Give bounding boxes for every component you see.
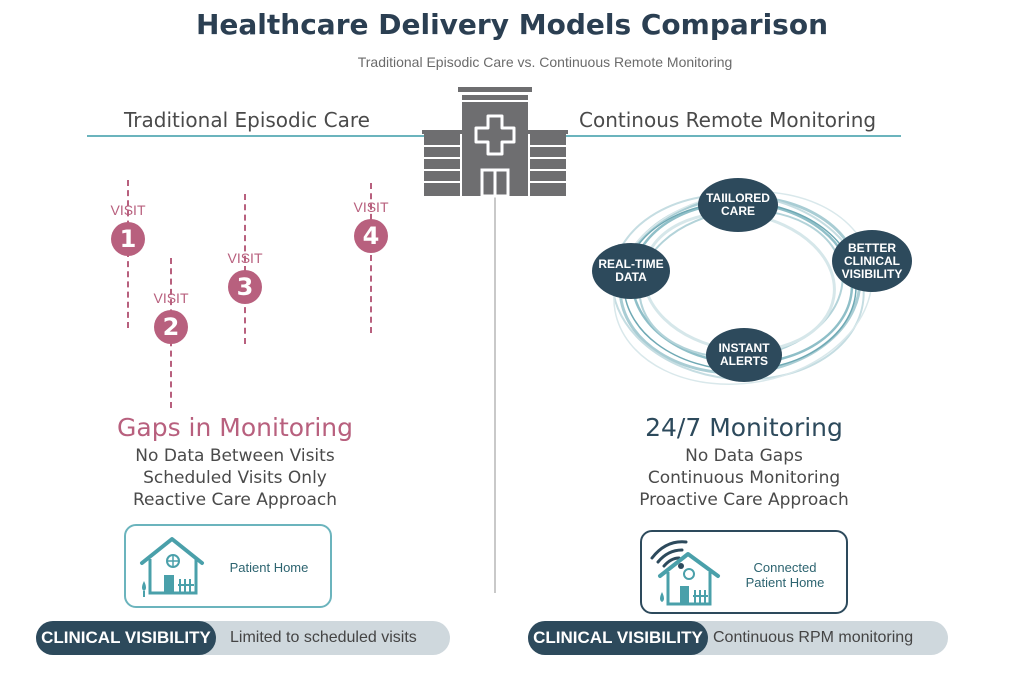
left-visibility-text: Limited to scheduled visits [230, 629, 417, 646]
visit-4-line [370, 183, 372, 333]
right-point-2: Continuous Monitoring [647, 468, 841, 488]
visit-2-label: VISIT [153, 290, 189, 306]
visit-1-label: VISIT [110, 202, 146, 218]
visit-2-badge: 2 [154, 310, 188, 344]
left-point-2: Scheduled Visits Only [143, 468, 327, 488]
visit-3-label: VISIT [227, 250, 263, 266]
visit-3-badge: 3 [228, 270, 262, 304]
left-column-title: Traditional Episodic Care [124, 108, 370, 132]
hospital-icon [422, 87, 568, 198]
visit-4-badge: 4 [354, 219, 388, 253]
wifi-icon [650, 540, 688, 560]
house-icon [140, 537, 204, 597]
visit-1-badge: 1 [111, 222, 145, 256]
right-point-1: No Data Gaps [685, 446, 803, 466]
right-visibility-text: Continuous RPM monitoring [713, 629, 914, 646]
right-column-title: Continous Remote Monitoring [579, 108, 877, 132]
page-subtitle: Traditional Episodic Care vs. Continuous… [357, 54, 733, 70]
patient-home-card: Patient Home [124, 524, 332, 608]
left-point-1: No Data Between Visits [135, 446, 335, 466]
right-point-3: Proactive Care Approach [639, 490, 849, 510]
connected-home-label: Connected Patient Home [745, 560, 825, 590]
left-visibility-label: CLINICAL VISIBILITY [36, 621, 216, 655]
patient-home-label: Patient Home [229, 560, 309, 575]
page-title: Healthcare Delivery Models Comparison [195, 8, 829, 41]
connected-home-card: Connected Patient Home [640, 530, 848, 614]
right-visibility-label: CLINICAL VISIBILITY [528, 621, 708, 655]
left-summary-title: Gaps in Monitoring [117, 413, 353, 442]
visit-3-line [244, 194, 246, 344]
center-divider [494, 195, 496, 593]
right-heading-rule [563, 135, 901, 137]
wifi-house-icon [650, 540, 720, 606]
right-summary-title: 24/7 Monitoring [645, 413, 843, 442]
visit-4-label: VISIT [353, 199, 389, 215]
left-heading-rule [87, 135, 427, 137]
left-point-3: Reactive Care Approach [132, 490, 338, 510]
